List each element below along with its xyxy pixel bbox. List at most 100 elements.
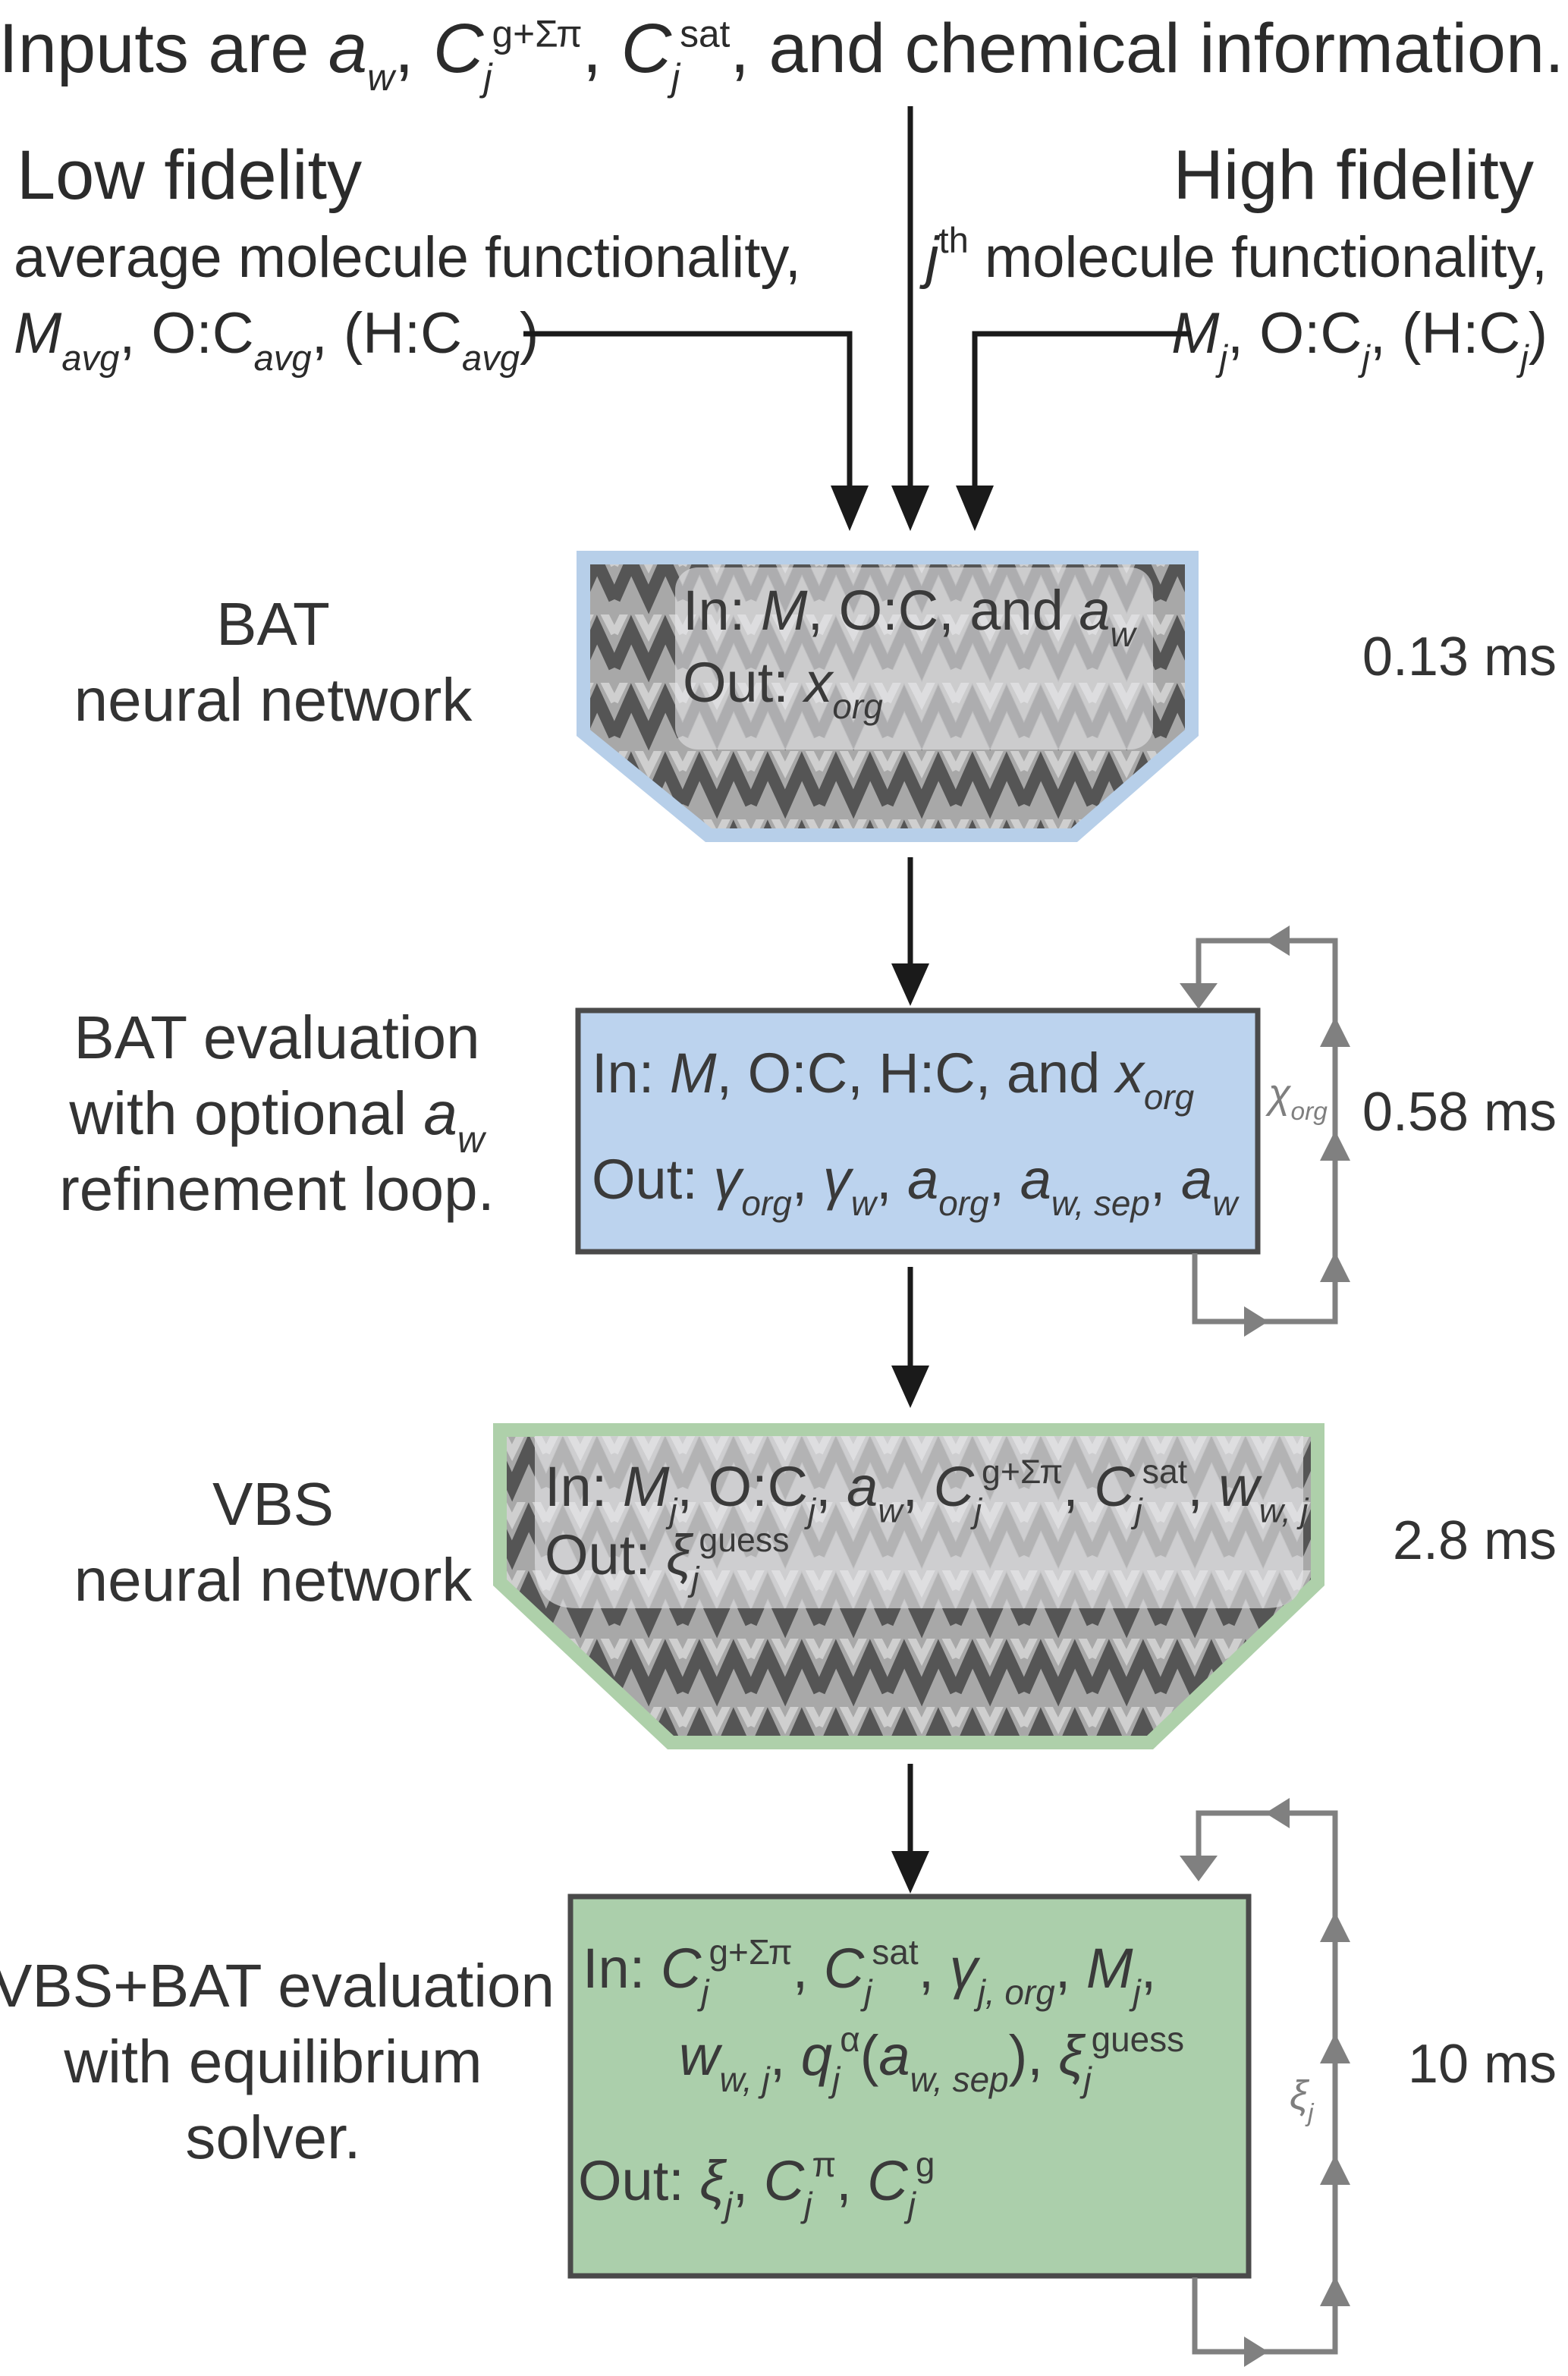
text-segment: th bbox=[939, 220, 969, 260]
bat-nn-inputs: In: M, O:C, and aw bbox=[683, 579, 1137, 654]
text-segment: Inputs are bbox=[0, 10, 328, 87]
text-segment: ) bbox=[1529, 301, 1548, 366]
text-segment: sat bbox=[680, 12, 730, 55]
xi-loop-label: ξj bbox=[1290, 2073, 1315, 2127]
arrow-2 bbox=[891, 1267, 929, 1408]
bat-neural-network-block: In: M, O:C, and aw Out: xorg bbox=[577, 551, 1199, 842]
text-segment: avg bbox=[254, 338, 312, 378]
text-segment: ξ bbox=[1058, 2024, 1086, 2087]
text-segment: refinement loop. bbox=[59, 1155, 495, 1223]
text-segment: , O:C bbox=[1227, 301, 1362, 366]
text-segment: w bbox=[679, 2024, 723, 2087]
vbs-nn-label-2: neural network bbox=[74, 1546, 473, 1614]
vbs-bat-label-1: VBS+BAT evaluation bbox=[0, 1952, 555, 2019]
text-segment: ξ bbox=[666, 1523, 693, 1586]
text-segment: M bbox=[623, 1455, 670, 1518]
low-fidelity-line2: Mavg, O:Cavg, (H:Cavg) bbox=[14, 301, 539, 378]
text-segment: w, j bbox=[719, 2060, 771, 2099]
text-segment: guess bbox=[1092, 2019, 1184, 2059]
text-segment: , bbox=[876, 1148, 907, 1211]
text-segment: , (H:C bbox=[312, 301, 462, 366]
text-segment: a bbox=[1181, 1148, 1212, 1211]
text-segment: C bbox=[764, 2149, 805, 2212]
text-segment: q bbox=[801, 2024, 832, 2087]
text-segment: In: bbox=[583, 1937, 661, 2000]
vbs-bat-inputs-line1: In: Cjg+Σπ, Cjsat, γj, org, Mj, bbox=[583, 1932, 1156, 2012]
text-segment: α bbox=[840, 2019, 860, 2059]
text-segment: x bbox=[802, 651, 834, 714]
text-segment: g+Σπ bbox=[709, 1932, 793, 1972]
text-segment: , bbox=[1063, 1455, 1094, 1518]
bat-eval-label-1: BAT evaluation bbox=[74, 1004, 479, 1071]
text-segment: w bbox=[1110, 614, 1137, 654]
text-segment: , bbox=[1141, 1937, 1157, 2000]
text-segment: sat bbox=[1142, 1454, 1188, 1491]
vbs-bat-outputs: Out: ξj, Cjπ, Cjg bbox=[578, 2145, 935, 2224]
text-segment: g+Σπ bbox=[492, 12, 583, 55]
text-segment: χ bbox=[1265, 1071, 1292, 1117]
vbs-bat-evaluation-block: In: Cjg+Σπ, Cjsat, γj, org, Mj, ww, j, q… bbox=[567, 1894, 1252, 2279]
text-segment: γ bbox=[713, 1148, 744, 1211]
text-segment: ), bbox=[1009, 2024, 1059, 2087]
vbs-bat-label-3: solver. bbox=[185, 2104, 360, 2171]
text-segment: g+Σπ bbox=[982, 1454, 1063, 1491]
text-segment: w bbox=[1218, 1455, 1262, 1518]
text-segment: , O:C, and bbox=[808, 579, 1079, 642]
text-segment: a bbox=[907, 1148, 938, 1211]
text-segment: g bbox=[916, 2145, 935, 2184]
text-segment: org bbox=[1290, 1098, 1328, 1126]
text-segment: , bbox=[394, 10, 433, 87]
text-segment: a bbox=[1079, 579, 1110, 642]
text-segment: In: bbox=[592, 1042, 670, 1105]
arrow-1 bbox=[891, 857, 929, 1006]
text-segment: Out: bbox=[592, 1148, 713, 1211]
solver-loop-arrow bbox=[1180, 1798, 1350, 2367]
text-segment: , bbox=[989, 1148, 1020, 1211]
text-segment: Out: bbox=[545, 1523, 666, 1586]
text-segment: ξ bbox=[1290, 2073, 1310, 2118]
text-segment: , O:C bbox=[677, 1455, 808, 1518]
text-segment: w bbox=[878, 1493, 904, 1530]
vbs-nn-label-1: VBS bbox=[212, 1470, 334, 1538]
text-segment: j bbox=[919, 225, 941, 290]
text-segment: γ bbox=[950, 1937, 981, 2000]
text-segment: org bbox=[1144, 1077, 1195, 1117]
inputs-line: Inputs are aw, Cjg+Σπ, Cjsat, and chemic… bbox=[0, 10, 1564, 99]
text-segment: w bbox=[457, 1118, 487, 1161]
bat-eval-label-3: refinement loop. bbox=[59, 1155, 495, 1223]
text-segment: a bbox=[847, 1455, 878, 1518]
vbs-bat-inputs-line2: ww, j, qjα(aw, sep), ξjguess bbox=[679, 2019, 1184, 2099]
text-segment: x bbox=[1114, 1042, 1146, 1105]
text-segment: , bbox=[770, 2024, 801, 2087]
text-segment: π bbox=[812, 2145, 836, 2184]
vbs-bat-time: 10 ms bbox=[1408, 2034, 1557, 2095]
vbs-nn-time: 2.8 ms bbox=[1393, 1510, 1557, 1571]
low-fidelity-title: Low fidelity bbox=[17, 137, 362, 214]
high-fidelity-arrow bbox=[972, 331, 1191, 493]
text-segment: , bbox=[583, 10, 621, 87]
high-fidelity-line2: Mj, O:Cj, (H:Cj) bbox=[1171, 301, 1548, 378]
text-segment: w bbox=[851, 1183, 878, 1223]
text-segment: a bbox=[878, 2024, 910, 2087]
text-segment: w, j bbox=[1259, 1493, 1309, 1530]
text-segment: average molecule functionality, bbox=[14, 225, 801, 290]
text-segment: ξ bbox=[699, 2149, 727, 2212]
text-segment: Out: bbox=[578, 2149, 699, 2212]
low-fidelity-arrow bbox=[523, 331, 853, 493]
text-segment: M bbox=[670, 1042, 717, 1105]
bat-eval-time: 0.58 ms bbox=[1362, 1082, 1557, 1142]
bat-eval-inputs: In: M, O:C, H:C, and xorg bbox=[592, 1042, 1195, 1117]
text-segment: , and chemical information. bbox=[730, 10, 1563, 87]
text-segment: w, sep bbox=[1051, 1183, 1150, 1223]
bat-nn-label-1: BAT bbox=[216, 590, 330, 658]
text-segment: w, sep bbox=[910, 2060, 1009, 2099]
text-segment: avg bbox=[462, 338, 520, 378]
text-segment: M bbox=[1086, 1937, 1133, 2000]
bat-eval-outputs: Out: γorg, γw, aorg, aw, sep, aw bbox=[592, 1148, 1240, 1223]
bat-nn-time: 0.13 ms bbox=[1362, 627, 1557, 687]
text-segment: org bbox=[938, 1183, 989, 1223]
text-segment: M bbox=[761, 579, 808, 642]
text-segment: C bbox=[621, 10, 672, 87]
text-segment: C bbox=[661, 1937, 702, 2000]
text-segment: , bbox=[1055, 1937, 1086, 2000]
